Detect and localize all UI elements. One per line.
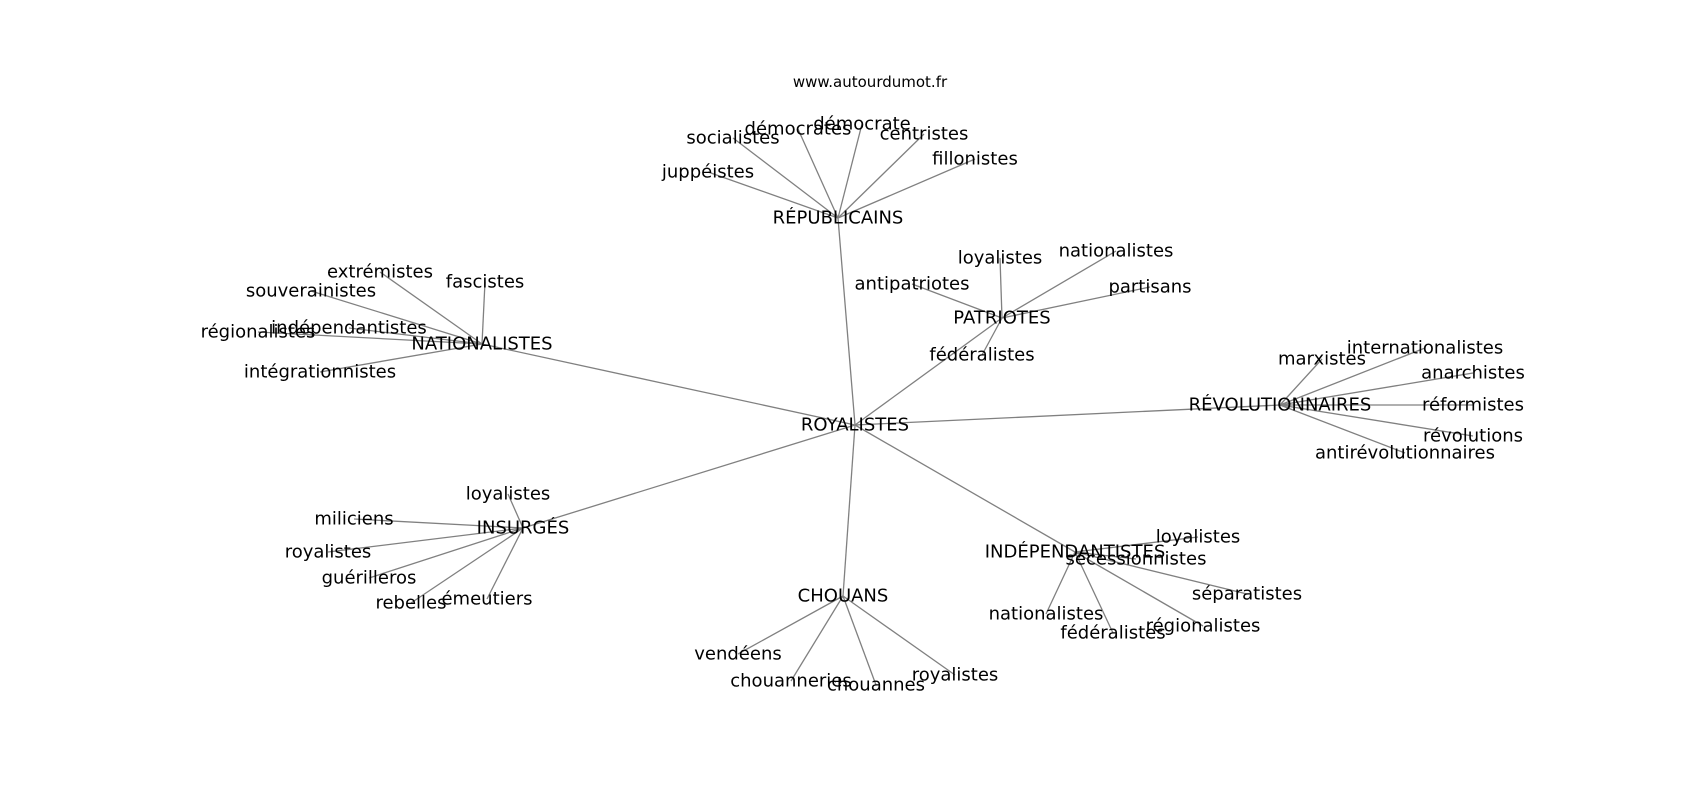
edge-root-hub [837, 217, 856, 426]
labels-layer: ROYALISTESRÉPUBLICAINSsocialistesdémocra… [201, 114, 1525, 696]
edge-hub-leaf [1279, 372, 1474, 406]
watermark-text: www.autourdumot.fr [793, 73, 948, 91]
leaf-node-label: séparatistes [1192, 584, 1302, 605]
edge-hub-leaf [707, 171, 839, 219]
edge-hub-leaf [1279, 404, 1474, 437]
leaf-node-label: régionalistes [1146, 616, 1261, 637]
edge-hub-leaf [837, 133, 925, 219]
edge-hub-leaf [507, 493, 524, 529]
leaf-node-label: chouannes [827, 675, 925, 696]
edge-hub-leaf [1074, 551, 1248, 595]
leaf-node-label: régionalistes [201, 322, 316, 343]
edge-hub-leaf [842, 595, 956, 676]
hub-node-label: RÉVOLUTIONNAIRES [1189, 394, 1372, 416]
leaf-node-label: antirévolutionnaires [1315, 443, 1495, 464]
edge-root-hub [481, 343, 856, 426]
edge-hub-leaf [1045, 551, 1076, 615]
edge-hub-leaf [368, 527, 524, 579]
hub-node-label: INDÉPENDANTISTES [985, 541, 1166, 563]
leaf-node-label: internationalistes [1347, 338, 1503, 359]
leaf-node-label: loyalistes [958, 248, 1043, 269]
leaf-node-label: réformistes [1422, 395, 1524, 416]
hub-node-label: INSURGÉS [477, 517, 570, 539]
leaf-node-label: révolutions [1423, 426, 1523, 447]
leaf-node-label: juppéistes [661, 162, 754, 183]
leaf-node-label: vendéens [694, 644, 782, 665]
edge-hub-leaf [797, 128, 839, 219]
edge-hub-leaf [842, 595, 877, 686]
edge-hub-leaf [1279, 404, 1406, 454]
leaf-node-label: fédéralistes [1060, 623, 1165, 644]
leaf-node-label: marxistes [1278, 349, 1366, 370]
edge-root-hub [854, 404, 1281, 426]
edge-root-hub [842, 424, 856, 597]
leaf-node-label: nationalistes [989, 604, 1104, 625]
leaf-node-label: partisans [1108, 277, 1191, 298]
edge-root-hub [854, 317, 1003, 426]
leaf-node-label: loyalistes [1156, 527, 1241, 548]
edge-hub-leaf [1279, 358, 1323, 406]
leaf-node-label: royalistes [912, 665, 999, 686]
hub-node-label: CHOUANS [798, 586, 889, 607]
edge-hub-leaf [911, 283, 1003, 319]
leaf-node-label: indépendantistes [271, 318, 427, 339]
edge-hub-leaf [790, 595, 844, 682]
leaf-node-label: démocrates [745, 119, 852, 140]
edge-hub-leaf [837, 158, 976, 219]
edges-layer [257, 123, 1474, 686]
edge-hub-leaf [1074, 551, 1204, 627]
leaf-node-label: fascistes [446, 272, 525, 293]
root-node-label: ROYALISTES [801, 415, 909, 436]
edge-hub-leaf [257, 331, 483, 345]
hub-node-label: NATIONALISTES [411, 334, 552, 355]
edge-hub-leaf [1074, 551, 1114, 634]
leaf-node-label: intégrationnistes [244, 362, 396, 383]
edge-hub-leaf [1001, 250, 1117, 319]
edge-hub-leaf [348, 327, 483, 345]
leaf-node-label: loyalistes [466, 484, 551, 505]
edge-hub-leaf [999, 257, 1003, 319]
edge-hub-leaf [353, 518, 524, 529]
edge-hub-leaf [379, 271, 483, 345]
leaf-node-label: anarchistes [1421, 363, 1525, 384]
leaf-node-label: antipatriotes [855, 274, 970, 295]
edge-hub-leaf [981, 317, 1003, 356]
edge-hub-leaf [732, 137, 839, 219]
edge-hub-leaf [486, 527, 524, 600]
leaf-node-label: fédéralistes [929, 345, 1034, 366]
leaf-node-label: royalistes [285, 542, 372, 563]
edge-hub-leaf [737, 595, 844, 655]
edge-root-hub [522, 424, 856, 529]
leaf-node-label: rebelles [375, 593, 446, 614]
hub-node-label: RÉPUBLICAINS [773, 207, 904, 229]
leaf-node-label: extrémistes [327, 262, 433, 283]
leaf-node-label: sécessionnistes [1066, 549, 1207, 570]
edge-hub-leaf [481, 281, 486, 345]
edge-hub-leaf [327, 527, 524, 553]
edge-hub-leaf [310, 290, 483, 345]
edge-hub-leaf [410, 527, 524, 604]
leaf-node-label: démocrate [813, 114, 911, 135]
edge-hub-leaf [837, 123, 863, 219]
leaf-node-label: chouanneries [730, 671, 852, 692]
edge-hub-leaf [1074, 551, 1137, 560]
edge-hub-leaf [319, 343, 483, 373]
leaf-node-label: socialistes [686, 128, 779, 149]
leaf-node-label: guérilleros [322, 568, 417, 589]
edge-hub-leaf [1001, 286, 1151, 319]
leaf-node-label: miliciens [314, 509, 393, 530]
edge-hub-leaf [1074, 536, 1199, 553]
edge-root-hub [854, 424, 1076, 553]
leaf-node-label: nationalistes [1059, 241, 1174, 262]
leaf-node-label: souverainistes [246, 281, 376, 302]
edge-hub-leaf [1279, 347, 1426, 406]
leaf-node-label: centristes [880, 124, 969, 145]
leaf-node-label: émeutiers [441, 589, 532, 610]
hub-node-label: PATRIOTES [953, 308, 1050, 329]
leaf-node-label: fillonistes [932, 149, 1018, 170]
